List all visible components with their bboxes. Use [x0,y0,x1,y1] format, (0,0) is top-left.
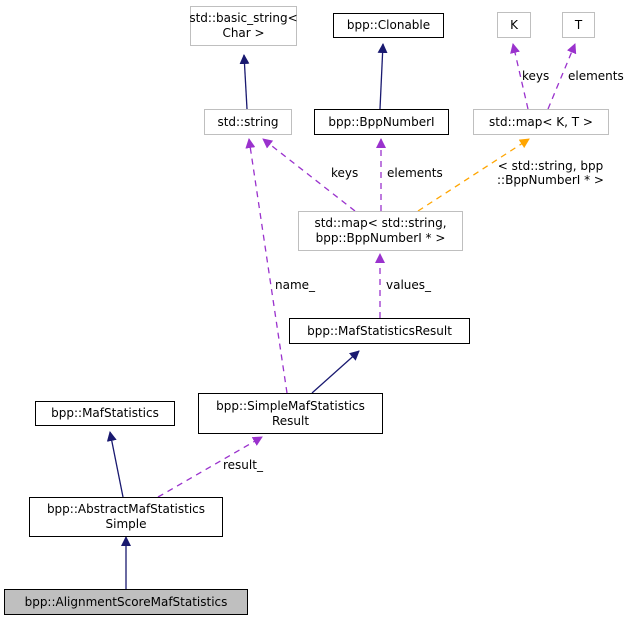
edge-label-values: values_ [386,278,432,292]
edge-label-name: name_ [275,278,316,292]
node-map-k-t[interactable]: std::map< K, T > [473,109,609,135]
edge-label-result: result_ [223,458,263,472]
edge-mapinst-string-keys [262,138,356,212]
node-alignment-score-maf-statistics[interactable]: bpp::AlignmentScoreMafStatistics [4,589,248,615]
node-basic-string[interactable]: std::basic_string< Char > [189,6,298,46]
edge-mapinst-mapkt-template [417,138,530,212]
node-maf-statistics-result[interactable]: bpp::MafStatisticsResult [289,318,470,344]
node-simple-maf-statistics-result[interactable]: bpp::SimpleMafStatistics Result [198,393,383,434]
edge-map-t [547,43,577,110]
edge-label-elements-t: elements [568,69,624,83]
node-map-string-bppnumber[interactable]: std::map< std::string, bpp::BppNumberI *… [298,211,463,251]
edge-label-template-args: < std::string, bpp ::BppNumberI * > [497,159,604,187]
node-maf-statistics[interactable]: bpp::MafStatistics [35,401,175,426]
edge-label-keys-k: keys [522,69,550,83]
node-k[interactable]: K [497,12,531,38]
node-t[interactable]: T [562,12,595,38]
edge-label-elements-bpp: elements [387,166,443,180]
edge-simpleresult-string-name [245,138,288,394]
node-std-string[interactable]: std::string [204,109,292,135]
edge-abstract-mafstats [106,431,124,498]
edge-map-k [510,43,529,110]
edge-label-keys-string: keys [331,166,359,180]
node-clonable[interactable]: bpp::Clonable [333,13,444,38]
edge-simpleresult-mafresult [311,350,360,394]
node-bpp-number[interactable]: bpp::BppNumberI [314,109,449,135]
edge-bppnumber-clonable [377,43,388,110]
node-abstract-maf-statistics-simple[interactable]: bpp::AbstractMafStatistics Simple [29,497,223,537]
edge-string-basic-string [239,54,250,110]
edge-abstract-simpleresult-result [157,436,263,498]
